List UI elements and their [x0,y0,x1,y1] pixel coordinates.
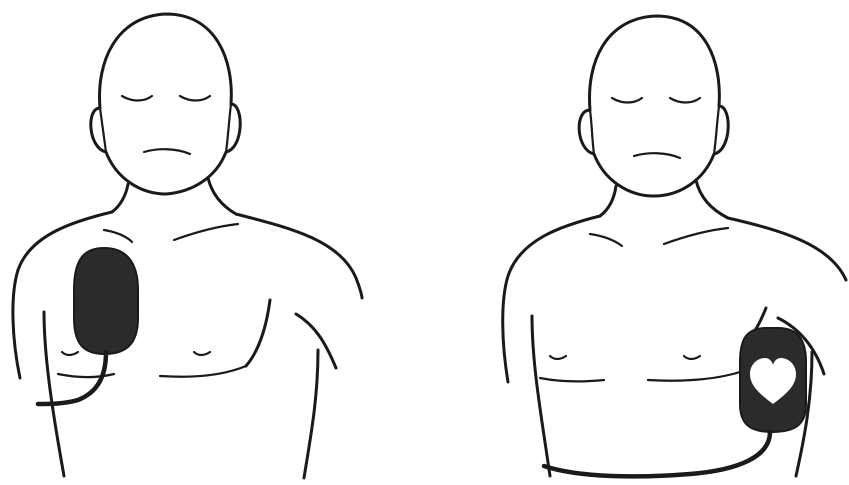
nipple-right [194,352,210,355]
figure-right-head [579,16,728,196]
mouth [144,149,190,154]
pad-left-lateral-chest [740,328,806,432]
left-eye [612,98,642,103]
right-eye [180,96,210,101]
nipple-left [550,356,566,359]
figure-right [503,16,846,476]
figure-left-head [91,14,240,194]
pad-right-upper-chest [74,248,138,354]
pad-cable-right [544,432,770,476]
right-eye [670,98,700,103]
figure-left-torso [13,178,362,478]
mouth [634,153,680,158]
nipple-right [684,356,700,359]
figure-left [13,14,362,478]
left-eye [122,96,152,101]
nipple-left [62,352,78,355]
figure-right-torso [503,180,846,476]
